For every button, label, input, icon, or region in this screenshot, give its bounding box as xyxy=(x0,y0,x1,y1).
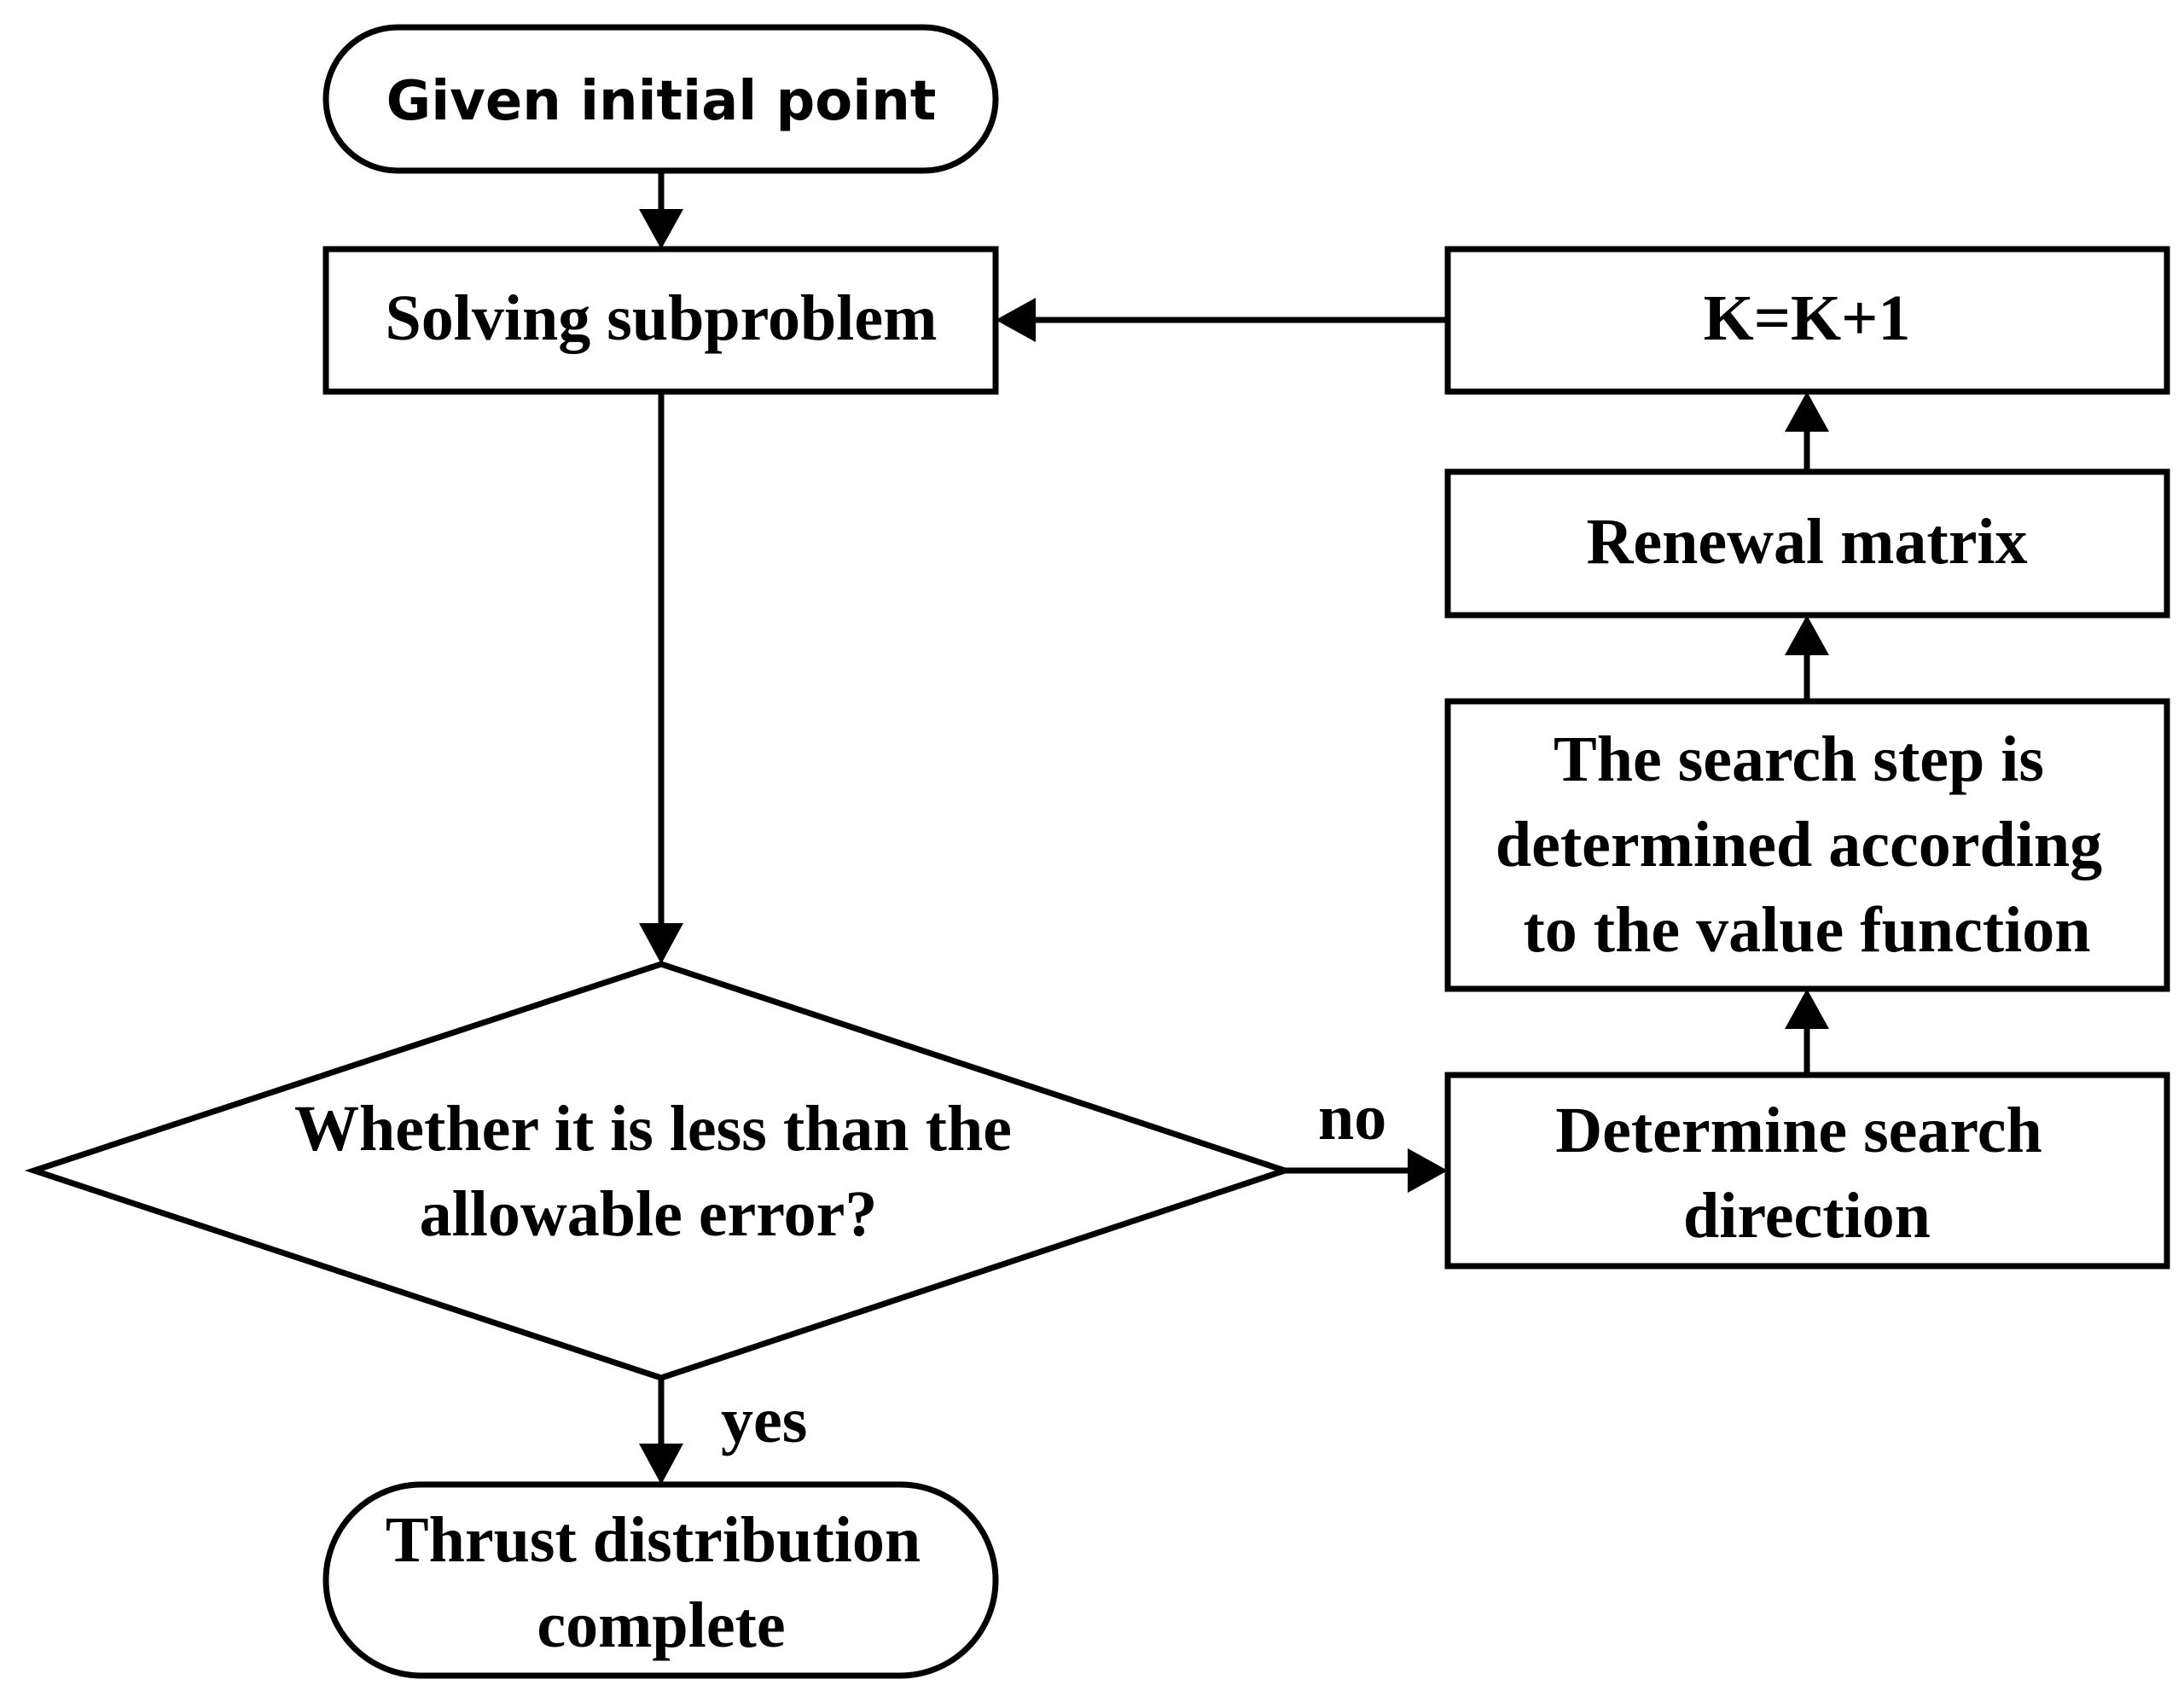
arrowhead xyxy=(639,209,683,249)
decision-label-line-1: Whether it is less than the xyxy=(294,1093,1012,1165)
direction-label-line-1: Determine search xyxy=(1555,1095,2042,1166)
direction-label: Determine search direction xyxy=(1555,1095,2058,1252)
node-end: Thrust distribution complete xyxy=(322,1481,999,1679)
arrowhead xyxy=(639,923,683,964)
decision-label: Whether it is less than the allowable er… xyxy=(294,1093,1028,1250)
increment-label: K=K+1 xyxy=(1704,282,1911,354)
node-decision: Whether it is less than the allowable er… xyxy=(24,961,1295,1381)
edge-start-to-solve xyxy=(639,171,683,249)
edge-increment-to-solve xyxy=(996,298,1448,342)
solve-label: Solving subproblem xyxy=(386,282,938,354)
start-label: Given initial point xyxy=(386,70,937,133)
edge-decision-to-direction: no xyxy=(1285,1082,1448,1193)
arrowhead xyxy=(1785,392,1829,432)
arrowhead xyxy=(639,1444,683,1485)
edge-label-yes: yes xyxy=(721,1385,807,1456)
solve-label-line: Solving subproblem xyxy=(386,282,938,354)
arrowhead xyxy=(1785,615,1829,655)
edge-renewal-to-increment xyxy=(1785,392,1829,472)
node-determine-direction: Determine search direction xyxy=(1444,1072,2170,1270)
decision-label-line-2: allowable error? xyxy=(420,1178,878,1250)
edge-step-to-renewal xyxy=(1785,615,1829,701)
node-search-step: The search step is determined according … xyxy=(1444,698,2170,992)
end-label: Thrust distribution complete xyxy=(386,1504,937,1661)
step-label-line-1: The search step is xyxy=(1554,723,2044,795)
end-label-line-1: Thrust distribution xyxy=(386,1504,921,1576)
end-label-line-2: complete xyxy=(537,1589,785,1661)
node-solving-subproblem: Solving subproblem xyxy=(322,246,999,395)
step-label: The search step is determined according … xyxy=(1496,723,2118,966)
solve-process-box xyxy=(322,246,999,395)
increment-label-line: K=K+1 xyxy=(1704,282,1911,354)
renewal-label: Renewal matrix xyxy=(1586,506,2027,578)
node-increment: K=K+1 xyxy=(1444,246,2170,395)
node-renewal-matrix: Renewal matrix xyxy=(1444,468,2170,619)
step-label-line-3: to the value function xyxy=(1524,894,2091,966)
edge-decision-to-end: yes xyxy=(639,1378,807,1485)
arrowhead xyxy=(996,298,1036,342)
direction-label-line-2: direction xyxy=(1683,1180,1931,1252)
decision-diamond-shape xyxy=(24,961,1295,1381)
start-label-line: Given initial point xyxy=(386,70,937,133)
arrowhead xyxy=(1408,1148,1448,1193)
renewal-label-line: Renewal matrix xyxy=(1586,506,2027,578)
node-start: Given initial point xyxy=(322,24,999,174)
edge-solve-to-decision xyxy=(639,392,683,964)
arrowhead xyxy=(1785,989,1829,1029)
end-terminator-shape xyxy=(322,1481,999,1679)
step-label-line-2: determined according xyxy=(1496,809,2102,880)
edge-label-no: no xyxy=(1318,1082,1386,1153)
edge-direction-to-step xyxy=(1785,989,1829,1075)
